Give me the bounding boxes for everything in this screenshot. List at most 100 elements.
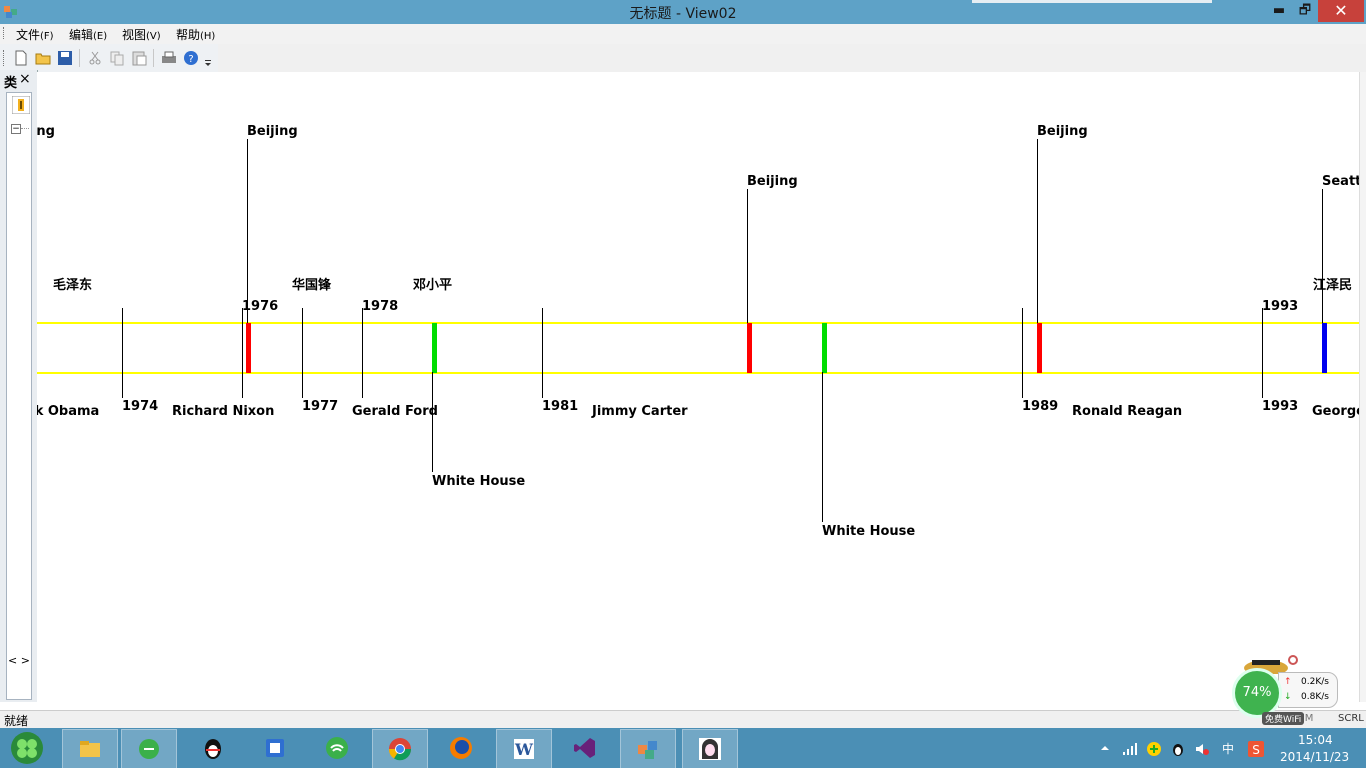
menu-edit[interactable]: 编辑(E)	[69, 26, 107, 43]
open-folder-icon[interactable]	[34, 49, 52, 67]
menu-help-label: 帮助	[176, 28, 201, 42]
taskbar-app[interactable]	[310, 729, 364, 767]
taskbar-app[interactable]	[372, 729, 428, 769]
taskbar-app[interactable]	[62, 729, 118, 769]
toolbar-separator	[153, 49, 154, 67]
upload-arrow-icon: ↑	[1284, 677, 1292, 687]
pane-close-button[interactable]: ×	[19, 71, 31, 87]
year-label: 1993	[1262, 299, 1299, 314]
save-icon[interactable]	[56, 49, 74, 67]
ime-indicator[interactable]: 中	[1222, 742, 1235, 756]
help-icon[interactable]: ?	[182, 49, 200, 67]
taskbar-app[interactable]	[248, 729, 302, 767]
sogou-ime-icon[interactable]: S	[1248, 741, 1264, 757]
net-speed-panel[interactable]: ↑ 0.2K/s ↓ 0.8K/s	[1278, 672, 1338, 708]
memory-usage-ball[interactable]: 74%	[1232, 668, 1282, 718]
year-tick	[302, 308, 303, 398]
security-icon[interactable]	[1146, 741, 1162, 757]
taskbar-app[interactable]: W	[496, 729, 552, 769]
beijing-marker[interactable]	[747, 323, 752, 373]
connector-line	[247, 139, 248, 323]
menu-help-hotkey: (H)	[200, 31, 216, 42]
leader-label: 毛泽东	[53, 278, 93, 293]
toolbar-grip[interactable]	[3, 50, 6, 66]
connector-line	[747, 189, 748, 323]
connector-line	[432, 372, 433, 472]
cut-icon[interactable]	[86, 49, 104, 67]
free-wifi-badge[interactable]: 免费WiFi	[1262, 712, 1305, 725]
timeline-canvas[interactable]: ijing Beijing Beijing Beijing Seattl 毛泽东…	[37, 72, 1359, 702]
taskbar-app[interactable]	[558, 729, 612, 767]
place-label: Beijing	[247, 124, 298, 139]
leader-label: 江泽民	[1313, 278, 1353, 293]
place-label: Beijing	[747, 174, 798, 189]
connector-line	[1037, 139, 1038, 323]
menu-view[interactable]: 视图(V)	[122, 26, 161, 43]
year-label: 1993	[1262, 399, 1299, 414]
copy-icon[interactable]	[108, 49, 126, 67]
new-file-icon[interactable]	[12, 49, 30, 67]
tray-expand-icon[interactable]	[1100, 743, 1110, 753]
toolbar-background	[218, 44, 1366, 72]
close-button[interactable]: ✕	[1318, 0, 1364, 22]
video-icon	[266, 739, 284, 757]
maximize-button[interactable]: 🗗	[1298, 3, 1312, 18]
background-window-edge	[972, 0, 1212, 3]
taskbar-app[interactable]	[121, 729, 177, 769]
president-label: Gerald Ford	[352, 404, 438, 419]
class-view-tab-icon[interactable]	[12, 96, 30, 114]
minimize-button[interactable]: ▬	[1272, 3, 1286, 18]
year-label: 1989	[1022, 399, 1059, 414]
paste-icon[interactable]	[130, 49, 148, 67]
qq-penguin-icon	[205, 739, 221, 759]
toolbar: ?	[0, 44, 218, 73]
vertical-scrollbar[interactable]	[1359, 72, 1366, 702]
timeline-band-top	[37, 322, 1359, 324]
president-label: Richard Nixon	[172, 404, 275, 419]
beijing-marker[interactable]	[246, 323, 251, 373]
window-title: 无标题 - View02	[629, 6, 737, 22]
white-house-marker[interactable]	[432, 323, 437, 373]
white-house-marker[interactable]	[822, 323, 827, 373]
toolbar-separator	[79, 49, 80, 67]
year-label: 1974	[122, 399, 159, 414]
taskbar-app[interactable]	[186, 729, 240, 767]
print-icon[interactable]	[160, 49, 178, 67]
year-tick	[362, 308, 363, 398]
year-label: 1977	[302, 399, 339, 414]
menu-grip[interactable]	[3, 27, 6, 39]
timeline-band-bottom	[37, 372, 1359, 374]
clock-date[interactable]: 2014/11/23	[1280, 750, 1350, 764]
mfc-app-icon	[638, 741, 657, 759]
beijing-marker[interactable]	[1037, 323, 1042, 373]
svg-text:?: ?	[188, 54, 193, 65]
year-label: 1978	[362, 299, 399, 314]
menu-file-hotkey: (F)	[40, 31, 54, 42]
word-icon: W	[514, 739, 534, 759]
volume-muted-icon[interactable]	[1194, 741, 1210, 757]
taskbar-app[interactable]	[434, 729, 488, 767]
svg-text:W: W	[514, 740, 534, 759]
seattle-marker[interactable]	[1322, 323, 1327, 373]
title-bar[interactable]: 无标题 - View02 ▬ 🗗 ✕	[0, 0, 1366, 24]
scroll-lock-indicator: SCRL	[1338, 713, 1364, 724]
menu-help[interactable]: 帮助(H)	[176, 26, 215, 43]
clock-time[interactable]: 15:04	[1298, 733, 1333, 747]
signal-icon[interactable]	[1122, 742, 1138, 756]
menu-file-label: 文件	[16, 28, 41, 42]
menu-file[interactable]: 文件(F)	[16, 26, 54, 43]
tree-expander[interactable]: −	[11, 124, 21, 134]
class-tree[interactable]	[6, 92, 32, 700]
place-label: Seattl	[1322, 174, 1359, 189]
pane-scroll-buttons[interactable]: < >	[8, 654, 30, 667]
president-label: Jimmy Carter	[592, 404, 688, 419]
taskbar-app[interactable]	[682, 729, 738, 769]
anime-avatar-icon	[699, 738, 721, 760]
status-bar	[0, 710, 1366, 731]
clover-icon[interactable]	[8, 730, 46, 766]
taskbar-app[interactable]	[620, 729, 676, 769]
qq-tray-icon[interactable]	[1170, 741, 1186, 757]
year-tick	[1022, 308, 1023, 398]
chrome-icon	[388, 738, 412, 761]
overflow-chevron-icon[interactable]	[202, 49, 214, 67]
